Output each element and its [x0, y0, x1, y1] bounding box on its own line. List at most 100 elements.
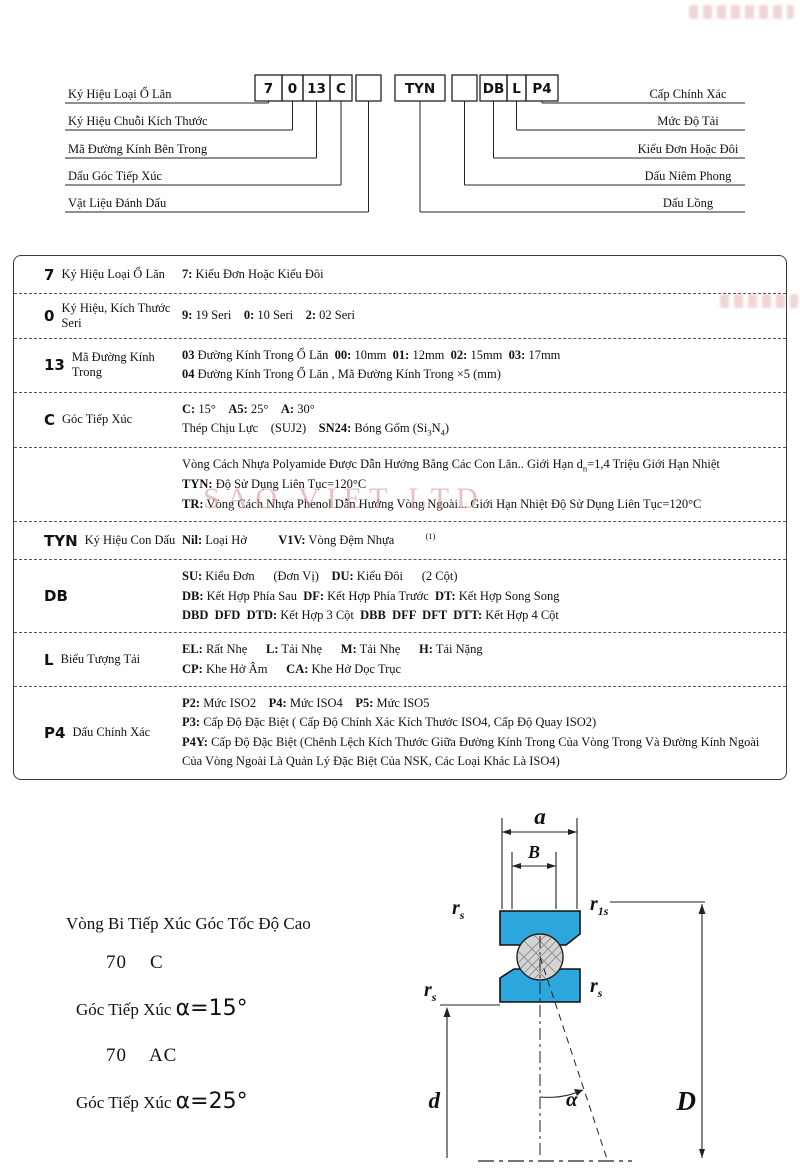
svg-text:C: C — [336, 81, 346, 97]
row-code: DB — [44, 587, 68, 606]
right-label-precision: Cấp Chính Xác — [649, 87, 727, 101]
right-label-cage: Dấu Lồng — [663, 196, 714, 210]
angle-alpha — [539, 935, 609, 1162]
table-row: 7 Ký Hiệu Loại Ổ Lăn 7: Kiểu Đơn Hoặc Ki… — [14, 256, 786, 294]
designation-code-diagram: 7 0 13 C TYN DB L P4 Ký Hiệu Loại Ổ Lăn … — [65, 74, 745, 213]
dim-B — [511, 851, 557, 909]
footer-series-70c: 70 C — [106, 951, 164, 973]
d-label: d — [429, 1088, 441, 1113]
spec-line: 9: 19 Seri 0: 10 Seri 2: 02 Seri — [182, 308, 355, 323]
B-label: B — [527, 842, 540, 862]
bearing-cross-section-diagram: a B rs r1s rs rs — [424, 806, 706, 1162]
left-label-contact-angle: Dấu Góc Tiếp Xúc — [68, 169, 163, 183]
table-row: L Biểu Tượng Tải EL: Rất Nhẹ L: Tải Nhẹ … — [14, 633, 786, 688]
row-label: Biểu Tượng Tải — [60, 652, 141, 667]
svg-text:13: 13 — [307, 81, 326, 97]
row-code: P4 — [44, 723, 66, 742]
alpha-15-value: α=15° — [175, 995, 248, 1021]
spec-line: 7: Kiểu Đơn Hoặc Kiểu Đôi — [182, 266, 324, 281]
footer-angle-25: Góc Tiếp Xúc α=25° — [76, 1088, 248, 1114]
row-label: Ký Hiệu Loại Ổ Lăn — [61, 267, 165, 281]
spec-line: 03 Đường Kính Trong Ổ Lăn 00: 10mm 01: 1… — [182, 348, 561, 362]
row-code: 13 — [44, 356, 65, 375]
spec-line: Vòng Cách Nhựa Polyamide Được Dẫn Hướng … — [182, 456, 720, 474]
spec-line: TYN: Độ Sử Dụng Liên Tục=120°C — [182, 477, 367, 492]
row-content: Nil: Loại Hở V1V: Vòng Đệm Nhựa (1) — [182, 529, 776, 552]
rs-label-top-left: rs — [452, 897, 465, 922]
row-content: Vòng Cách Nhựa Polyamide Được Dẫn Hướng … — [182, 455, 776, 514]
footer-angle-15: Góc Tiếp Xúc α=15° — [76, 995, 248, 1021]
row-label: Ký Hiệu Con Dấu — [84, 533, 176, 548]
row-content: 03 Đường Kính Trong Ổ Lăn 00: 10mm 01: 1… — [182, 346, 776, 385]
footer-series-70ac: 70 AC — [106, 1044, 178, 1066]
footer-title: Vòng Bi Tiếp Xúc Góc Tốc Độ Cao — [66, 913, 311, 933]
spec-line: Thép Chịu Lực (SUJ2) SN24: Bóng Gốm (Si3… — [182, 421, 450, 438]
row-label: Dấu Chính Xác — [72, 725, 151, 740]
row-content: SU: Kiểu Đơn (Đơn Vị) DU: Kiểu Đôi (2 Cộ… — [182, 567, 776, 625]
spec-line: CP: Khe Hở Âm CA: Khe Hở Dọc Trục — [182, 661, 402, 676]
footer-text: Vòng Bi Tiếp Xúc Góc Tốc Độ Cao 70 C Góc… — [66, 914, 311, 1138]
dim-a — [501, 817, 578, 909]
row-left-cell: 0 Ký Hiệu, Kích Thước Seri — [14, 301, 182, 331]
spec-line: DBD DFD DTD: Kết Hợp 3 Cột DBB DFF DFT D… — [182, 607, 559, 622]
spec-table-body: 7 Ký Hiệu Loại Ổ Lăn 7: Kiểu Đơn Hoặc Ki… — [14, 256, 786, 779]
row-code: C — [44, 410, 56, 429]
spec-line: P4Y: Cấp Độ Đặc Biệt (Chênh Lệch Kích Th… — [182, 734, 763, 769]
svg-text:7: 7 — [264, 81, 273, 97]
table-row: TYN Ký Hiệu Con Dấu Nil: Loại Hở V1V: Vò… — [14, 522, 786, 561]
row-content: EL: Rất Nhẹ L: Tải Nhẹ M: Tải Nhẹ H: Tải… — [182, 640, 776, 679]
row-label: Mã Đường Kính Trong — [71, 350, 155, 380]
row-left-cell — [14, 455, 182, 514]
row-left-cell: TYN Ký Hiệu Con Dấu — [14, 529, 182, 552]
spec-table: 7 Ký Hiệu Loại Ổ Lăn 7: Kiểu Đơn Hoặc Ki… — [13, 255, 787, 780]
table-row: C Góc Tiếp Xúc C: 15° A5: 25° A: 30° Thép… — [14, 393, 786, 448]
alpha-25-value: α=25° — [175, 1088, 248, 1114]
code-box-values: 7 0 13 C TYN DB L P4 — [264, 81, 552, 97]
svg-text:P4: P4 — [532, 81, 551, 97]
row-left-cell: DB — [14, 567, 182, 625]
row-code: TYN — [44, 531, 78, 550]
row-left-cell: P4 Dấu Chính Xác — [14, 694, 182, 772]
connector-lines — [65, 101, 745, 213]
code-diagram-labels: Ký Hiệu Loại Ổ Lăn Ký Hiệu Chuỗi Kích Th… — [68, 86, 739, 210]
table-row: 0 Ký Hiệu, Kích Thước Seri 9: 19 Seri 0:… — [14, 294, 786, 339]
table-row: P4 Dấu Chính Xác P2: Mức ISO2 P4: Mức IS… — [14, 687, 786, 779]
row-left-cell: 7 Ký Hiệu Loại Ổ Lăn — [14, 263, 182, 286]
row-left-cell: L Biểu Tượng Tải — [14, 640, 182, 679]
left-label-material: Vật Liệu Đánh Dấu — [68, 196, 167, 210]
table-row: Vòng Cách Nhựa Polyamide Được Dẫn Hướng … — [14, 448, 786, 523]
bottom-section: Vòng Bi Tiếp Xúc Góc Tốc Độ Cao 70 C Góc… — [0, 806, 800, 1175]
spec-line: TR: Vòng Cách Nhựa Phenol Dẫn Hướng Vòng… — [182, 496, 702, 511]
alpha-label: α — [566, 1087, 578, 1111]
row-code: L — [44, 650, 54, 669]
spec-line: C: 15° A5: 25° A: 30° — [182, 401, 315, 416]
row-label: Góc Tiếp Xúc — [62, 412, 133, 427]
right-label-load: Mức Độ Tải — [657, 114, 719, 128]
row-label: Ký Hiệu, Kích Thước Seri — [61, 301, 171, 330]
spec-line: P3: Cấp Độ Đặc Biệt ( Cấp Độ Chính Xác K… — [182, 715, 597, 730]
spec-line: SU: Kiểu Đơn (Đơn Vị) DU: Kiểu Đôi (2 Cộ… — [182, 569, 458, 584]
left-label-bearing-type: Ký Hiệu Loại Ổ Lăn — [68, 86, 172, 101]
svg-text:L: L — [512, 81, 521, 97]
spec-line: P2: Mức ISO2 P4: Mức ISO4 P5: Mức ISO5 — [182, 696, 430, 711]
spec-line: DB: Kết Hợp Phía Sau DF: Kết Hợp Phía Tr… — [182, 588, 560, 603]
rs-label-lower-left: rs — [424, 979, 437, 1004]
row-content: C: 15° A5: 25° A: 30° Thép Chịu Lực (SUJ2… — [182, 400, 776, 440]
row-left-cell: 13 Mã Đường Kính Trong — [14, 346, 182, 385]
row-code: 0 — [44, 307, 55, 325]
svg-text:TYN: TYN — [405, 81, 435, 97]
svg-text:DB: DB — [483, 81, 505, 97]
right-label-single-duplex: Kiểu Đơn Hoặc Đôi — [638, 142, 739, 156]
table-row: DB SU: Kiểu Đơn (Đơn Vị) DU: Kiểu Đôi (2… — [14, 560, 786, 634]
spec-line: 04 Đường Kính Trong Ổ Lăn , Mã Đường Kín… — [182, 367, 501, 382]
spec-line: Nil: Loại Hở V1V: Vòng Đệm Nhựa (1) — [182, 531, 436, 548]
row-content: 7: Kiểu Đơn Hoặc Kiểu Đôi — [182, 263, 776, 286]
svg-text:0: 0 — [288, 81, 297, 97]
bearing-outer-ring — [499, 909, 581, 946]
left-label-size-series: Ký Hiệu Chuỗi Kích Thước — [68, 114, 208, 128]
row-code: 7 — [44, 265, 55, 284]
row-content: 9: 19 Seri 0: 10 Seri 2: 02 Seri — [182, 301, 776, 331]
left-label-bore-code: Mã Đường Kính Bên Trong — [68, 142, 208, 156]
